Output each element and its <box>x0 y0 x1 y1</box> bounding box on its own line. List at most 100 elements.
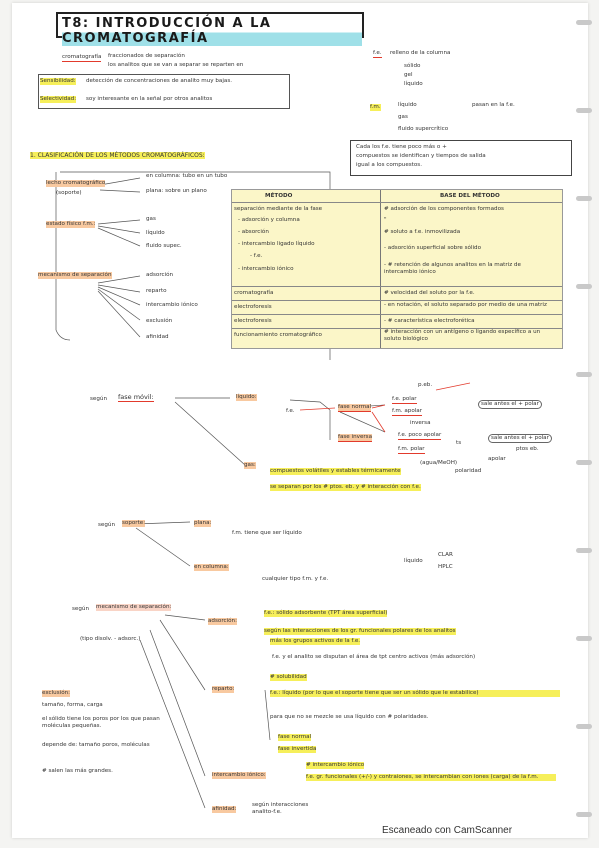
mecanismo-item: intercambio iónico <box>146 302 198 308</box>
table-cell: - intercambio iónico <box>238 266 294 272</box>
table-cell: - adsorción y columna <box>238 217 300 223</box>
cromatografia-def2: los analitos que se van a separar se rep… <box>108 62 244 68</box>
p-eb-label: p.eb. <box>418 382 433 388</box>
mecanismo-label-2: mecanismo de separación: <box>96 604 172 611</box>
note-line: compuestos se identifican y tiempos de s… <box>356 153 486 159</box>
int-item: f.e. gr. funcionales (+/-) y contraiones… <box>306 774 556 781</box>
adsorcion-label: adsorción: <box>208 618 237 625</box>
table-cell: - adsorción superficial sobre sólido <box>384 245 482 251</box>
estado-item: fluido supec. <box>146 243 182 249</box>
binder-ring <box>576 20 592 25</box>
tipo-label: (tipo disolv. - adsorc.) <box>80 636 141 642</box>
table-cell: electroforesis <box>234 318 272 324</box>
ads-item: más los grupos activos de la f.e. <box>270 638 361 645</box>
binder-ring <box>576 460 592 465</box>
ads-item: f.e.: sólido adsorbente (TPT área superf… <box>264 610 388 617</box>
rep-item: f.e.: líquido (por lo que el soporte tie… <box>270 690 560 697</box>
fm-item: líquido <box>398 102 417 108</box>
fe-item: gel <box>404 72 413 78</box>
fm-label: f.m. <box>370 104 381 111</box>
rep-fase-inversa: fase invertida <box>278 746 317 753</box>
binder-ring <box>576 108 592 113</box>
mecanismo-item: reparto <box>146 288 167 294</box>
sale-polar-note: sale antes el + polar <box>478 400 542 409</box>
segun-label: según <box>98 522 115 528</box>
fe-polar: f.e. polar <box>392 396 417 404</box>
fase-movil-label: fase móvil: <box>118 393 154 402</box>
table-cell: - # retención de algunos analitos en la … <box>384 262 521 275</box>
table-cell: " <box>384 217 387 223</box>
table-cell: # soluto a f.e. inmovilizada <box>384 229 461 235</box>
binder-ring <box>576 372 592 377</box>
binder-ring <box>576 196 592 201</box>
fe-label-2: f.e. <box>286 408 295 414</box>
binder-ring <box>576 636 592 641</box>
fe-poco-polar: f.e. poco apolar <box>398 432 442 440</box>
inversa: inversa <box>410 420 431 426</box>
plana-desc: f.m. tiene que ser líquido <box>232 530 302 536</box>
ads-item: f.e. y el analito se disputan el área de… <box>272 654 476 660</box>
plana: plana: sobre un plano <box>146 188 207 194</box>
table-cell: - # característica electroforética <box>384 318 475 324</box>
reparto-label: reparto: <box>212 686 235 693</box>
rep-fase-normal: fase normal <box>278 734 312 741</box>
exc-item: tamaño, forma, carga <box>42 702 103 708</box>
intercambio-label: intercambio iónico: <box>212 772 266 779</box>
definitions-box <box>38 74 290 109</box>
notebook-paper <box>12 3 588 838</box>
estado-item: líquido <box>146 230 165 236</box>
fm-apolar: f.m. apolar <box>392 408 423 416</box>
fase-inversa: fase inversa <box>338 434 373 442</box>
fe-item: sólido <box>404 63 421 69</box>
binder-ring <box>576 284 592 289</box>
plana-label: plana: <box>194 520 212 527</box>
ts-label: ts <box>456 440 462 446</box>
table-cell: # interacción con un antígeno o ligando … <box>384 329 541 342</box>
clasificacion-heading: 1. CLASIFICACIÓN DE LOS MÉTODOS CROMATOG… <box>30 152 205 159</box>
table-cell: - intercambio ligado líquido <box>238 241 315 247</box>
gas-item: compuestos volátiles y estables térmicam… <box>270 468 401 475</box>
cromatografia-label: cromatografía <box>62 54 102 62</box>
binder-ring <box>576 548 592 553</box>
agua-metanol: (agua/MeOH) <box>420 460 458 466</box>
estado-label: estado físico f.m.: <box>46 221 96 228</box>
estado-item: gas <box>146 216 156 222</box>
ptos-label: ptos eb. <box>516 446 539 452</box>
table-cell: # velocidad del soluto por la f.e. <box>384 290 475 296</box>
lecho-label: lecho cromatográfico <box>46 180 106 187</box>
ads-item: según las interacciones de los gr. funci… <box>264 628 456 635</box>
camscanner-watermark: Escaneado con CamScanner <box>382 825 513 836</box>
exc-item: el sólido tiene los poros por los que pa… <box>42 716 160 729</box>
mecanismo-item: exclusión <box>146 318 173 324</box>
mecanismo-label: mecanismo de separación <box>38 272 112 279</box>
rep-item: para que no se mezcle se usa líquido con… <box>270 714 429 720</box>
selectividad-text: soy interesante en la señal por otros an… <box>86 96 213 102</box>
segun-label: según <box>72 606 89 612</box>
methods-table <box>231 189 563 349</box>
en-columna: en columna: tubo en un tubo <box>146 173 228 179</box>
table-cell: electroforesis <box>234 304 272 310</box>
table-cell: - en notación, el soluto separado por me… <box>384 302 547 308</box>
afinidad-label: afinidad: <box>212 806 237 813</box>
clar-label: CLAR <box>438 552 453 558</box>
fm-item: gas <box>398 114 408 120</box>
binder-ring <box>576 724 592 729</box>
fm-note: pasan en la f.e. <box>472 102 515 108</box>
sensibilidad-text: detección de concentraciones de analito … <box>86 78 233 84</box>
soporte-label-2: soporte: <box>122 520 146 527</box>
table-cell: - absorción <box>238 229 269 235</box>
int-item: # intercambio iónico <box>306 762 365 769</box>
gas-label: gas: <box>244 462 256 469</box>
cromatografia-def: fraccionados de separación <box>108 53 185 59</box>
hplc-label: HPLC <box>438 564 453 570</box>
fe-label: f.e. <box>373 50 382 58</box>
table-header-method: MÉTODO <box>265 193 293 199</box>
rep-item: # solubilidad <box>270 674 307 681</box>
fe-desc: relleno de la columna <box>390 50 451 56</box>
fm-item: fluido supercrítico <box>398 126 449 132</box>
exc-item: depende de: tamaño poros, moléculas <box>42 742 150 748</box>
liquido-label-2: líquido <box>404 558 423 564</box>
fm-polar: f.m. polar <box>398 446 425 454</box>
table-header-base: BASE DEL MÉTODO <box>440 193 500 199</box>
